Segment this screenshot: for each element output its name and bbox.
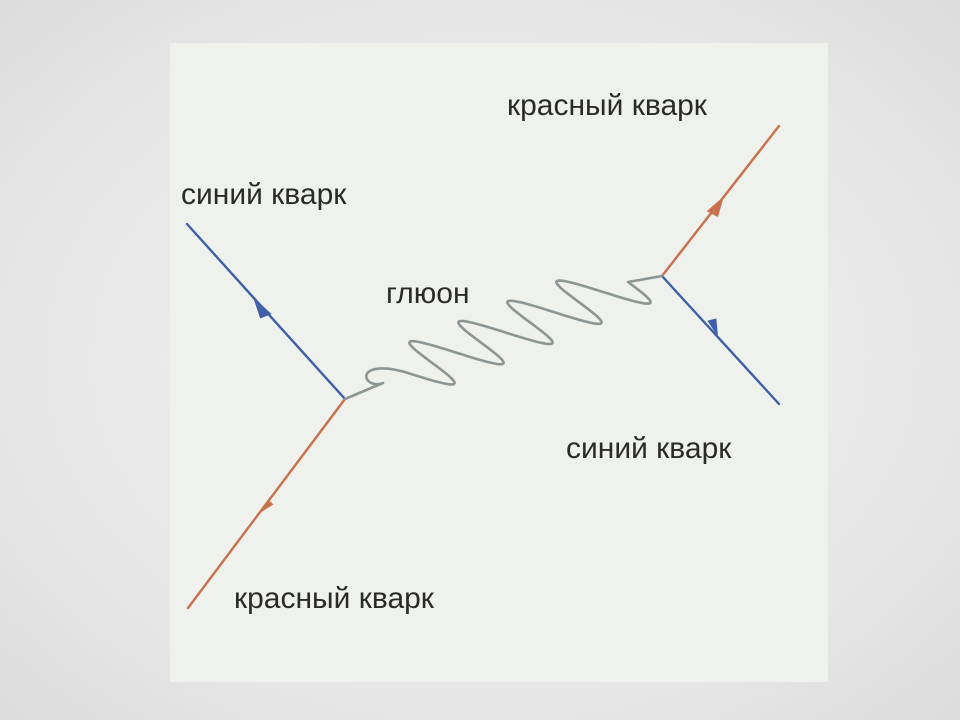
label-bottom-right-blue-quark: синий кварк [566,432,732,465]
red-quark-arrow-icon [256,500,274,516]
red-quark-arrow-icon [706,196,724,217]
label-top-left-blue-quark: синий кварк [181,178,347,211]
label-gluon: глюон [386,277,470,310]
gluon-coil [343,274,664,401]
blue-quark-arrow-icon [707,318,718,337]
blue-quark-incoming-line [660,274,781,406]
label-top-right-red-quark: красный кварк [507,89,708,122]
label-bottom-left-red-quark: красный кварк [234,582,435,615]
blue-quark-arrow-icon [253,297,272,319]
diagram-panel [170,43,828,682]
